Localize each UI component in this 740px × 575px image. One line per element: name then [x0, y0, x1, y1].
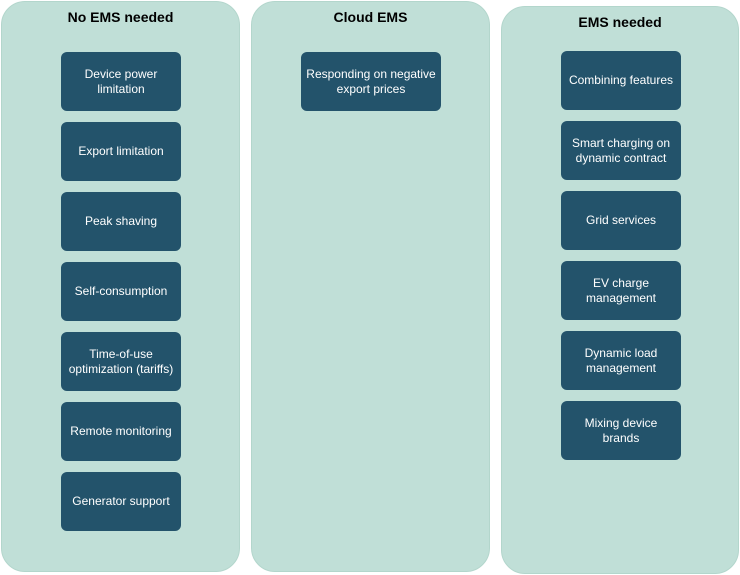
column-ems-needed: EMS needed Combining features Smart char…: [501, 6, 739, 574]
item-self-consumption: Self-consumption: [61, 262, 181, 321]
item-smart-charging-on-dynamic-contract: Smart charging on dynamic contract: [561, 121, 681, 180]
item-time-of-use-optimization: Time-of-use optimization (tariffs): [61, 332, 181, 391]
item-ev-charge-management: EV charge management: [561, 261, 681, 320]
item-remote-monitoring: Remote monitoring: [61, 402, 181, 461]
item-grid-services: Grid services: [561, 191, 681, 250]
column-title: No EMS needed: [67, 9, 174, 25]
item-peak-shaving: Peak shaving: [61, 192, 181, 251]
item-combining-features: Combining features: [561, 51, 681, 110]
column-cloud-ems: Cloud EMS Responding on negative export …: [251, 1, 490, 572]
item-generator-support: Generator support: [61, 472, 181, 531]
column-no-ems-needed: No EMS needed Device power limitation Ex…: [1, 1, 240, 572]
item-responding-on-negative-export-prices: Responding on negative export prices: [301, 52, 441, 111]
item-mixing-device-brands: Mixing device brands: [561, 401, 681, 460]
item-export-limitation: Export limitation: [61, 122, 181, 181]
item-device-power-limitation: Device power limitation: [61, 52, 181, 111]
item-dynamic-load-management: Dynamic load management: [561, 331, 681, 390]
column-title: Cloud EMS: [333, 9, 408, 25]
column-title: EMS needed: [578, 14, 662, 30]
